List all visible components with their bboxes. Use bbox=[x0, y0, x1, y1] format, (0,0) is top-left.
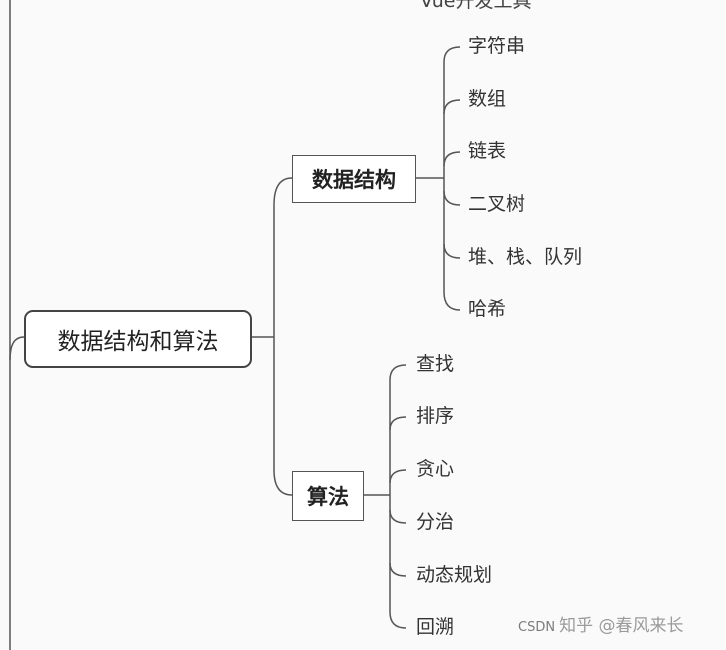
root-connector bbox=[9, 336, 25, 361]
leaf-hash[interactable]: 哈希 bbox=[468, 298, 507, 320]
watermark-text: 知乎 @春风来长 bbox=[559, 616, 684, 636]
leaf-binary-tree[interactable]: 二叉树 bbox=[468, 193, 526, 215]
leaf-sort[interactable]: 排序 bbox=[416, 405, 455, 427]
root-node[interactable]: 数据结构和算法 bbox=[24, 310, 252, 368]
leaf-array[interactable]: 数组 bbox=[468, 88, 507, 110]
leaf-greedy[interactable]: 贪心 bbox=[416, 458, 455, 480]
watermark-prefix: CSDN bbox=[518, 620, 556, 635]
leaf-search[interactable]: 查找 bbox=[416, 353, 455, 375]
root-to-ds-line bbox=[248, 177, 293, 338]
leaf-divide-conquer[interactable]: 分治 bbox=[416, 511, 455, 533]
leaf-linked-list[interactable]: 链表 bbox=[468, 140, 507, 162]
branch-algorithms[interactable]: 算法 bbox=[292, 471, 364, 521]
leaf-backtracking[interactable]: 回溯 bbox=[416, 616, 455, 638]
branch-data-structures[interactable]: 数据结构 bbox=[292, 155, 416, 203]
leaf-dynamic-programming[interactable]: 动态规划 bbox=[416, 564, 493, 586]
leaf-heap-stack-queue[interactable]: 堆、栈、队列 bbox=[468, 246, 583, 268]
top-partial-text: Vue开发工具 bbox=[420, 0, 532, 12]
root-to-alg-line bbox=[273, 337, 293, 496]
leaf-string[interactable]: 字符串 bbox=[468, 35, 526, 57]
